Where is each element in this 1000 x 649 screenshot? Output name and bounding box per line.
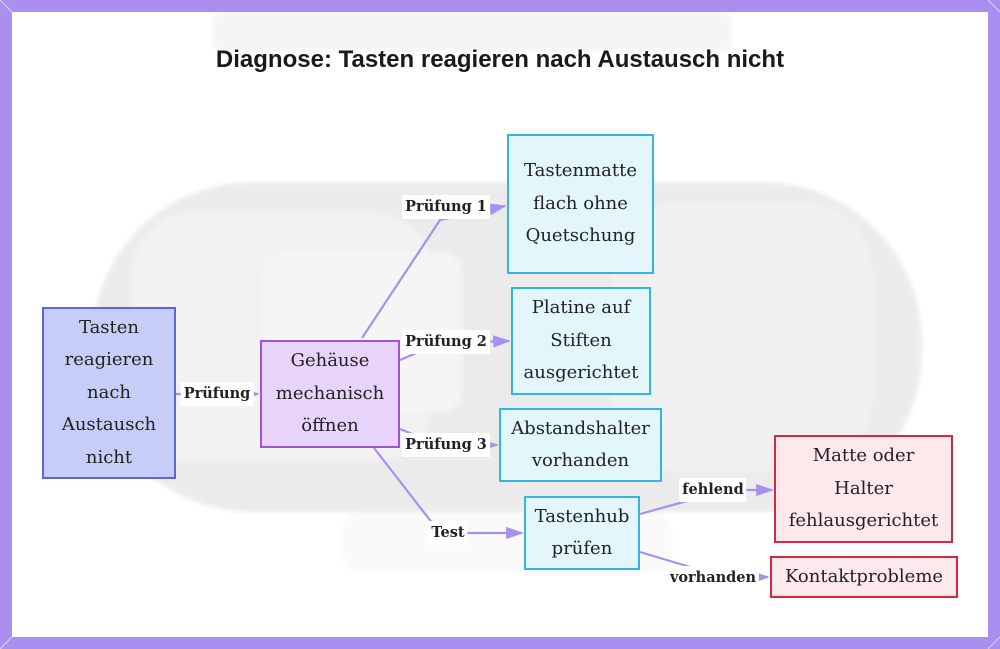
diagram-title: Diagnose: Tasten reagieren nach Austausc…	[215, 46, 785, 73]
node-misaligned: Matte oder Halter fehlausgerichtet	[774, 435, 953, 543]
node-spacer: Abstandshalter vorhanden	[499, 408, 662, 482]
edge-label-open-spacer: Prüfung 3	[402, 433, 490, 457]
edge-label-open-pcb: Prüfung 2	[402, 330, 490, 354]
edge-label-stroke-contact: vorhanden	[666, 566, 760, 590]
edge-label-start-open: Prüfung	[180, 382, 254, 406]
node-button-mat: Tastenmatte flach ohne Quetschung	[507, 134, 654, 274]
node-button-stroke: Tastenhub prüfen	[524, 496, 640, 570]
node-pcb: Platine auf Stiften ausgerichtet	[511, 287, 651, 395]
edge-open-mat	[361, 203, 507, 339]
diagram-canvas: Diagnose: Tasten reagieren nach Austausc…	[12, 12, 988, 637]
node-start: Tasten reagieren nach Austausch nicht	[42, 307, 176, 479]
edge-label-stroke-misaligned: fehlend	[679, 478, 747, 502]
edge-label-open-stroke: Test	[428, 521, 468, 545]
edge-label-open-mat: Prüfung 1	[402, 195, 490, 219]
node-contact-problems: Kontaktprobleme	[770, 556, 958, 598]
node-open-housing: Gehäuse mechanisch öffnen	[260, 340, 400, 448]
